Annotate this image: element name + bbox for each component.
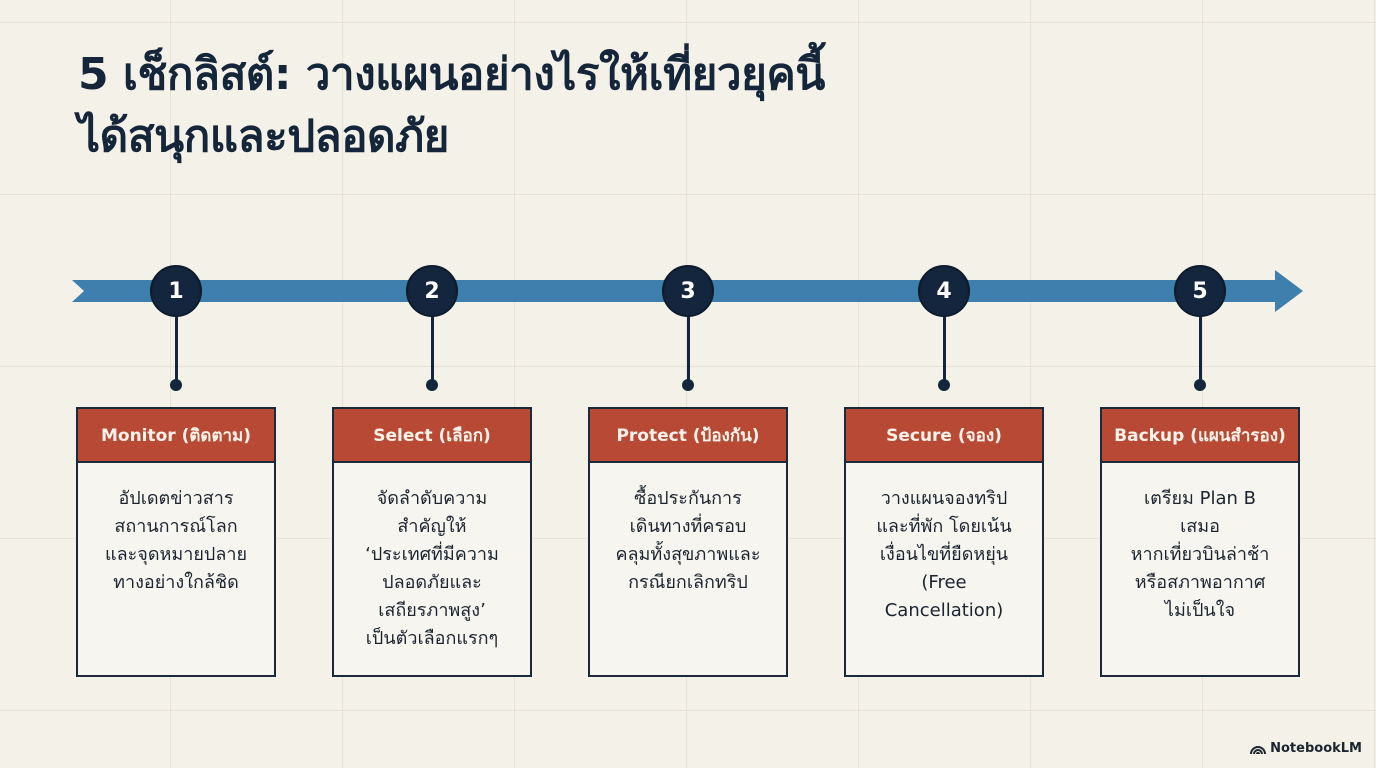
connector-line [430,316,434,384]
step-card: Secure (จอง)วางแผนจองทริปและที่พัก โดยเน… [844,407,1044,677]
step-heading: Select (เลือก) [334,409,530,463]
description-line: เงื่อนไขที่ยืดหยุ่น [879,544,1009,565]
connector-line [686,316,690,384]
step-number-badge: 2 [406,265,458,317]
title-line-1: 5 เช็กลิสต์: วางแผนอย่างไรให้เที่ยวยุคนี… [78,49,825,100]
step-description: เตรียม Plan B เสมอหากเที่ยวบินล่าช้าหรือส… [1102,463,1298,625]
connector-line [942,316,946,384]
description-line: หรือสภาพอากาศ [1134,572,1266,593]
step-card: Select (เลือก) จัดลำดับความสำคัญให้ ‘ประเท… [332,407,532,677]
description-line: เตรียม Plan B [1143,488,1256,509]
description-line: เป็นตัวเลือกแรกๆ [365,628,499,649]
step-description: อัปเดตข่าวสารสถานการณ์โลกและจุดหมายปลายท… [78,463,274,597]
description-line: หากเที่ยวบินล่าช้า [1130,544,1270,565]
description-line: เดินทางที่ครอบ [629,516,747,537]
description-line: และที่พัก โดยเน้น [876,516,1012,537]
description-line: ไม่เป็นใจ [1164,600,1236,621]
connector-dot [938,379,950,391]
connector-dot [426,379,438,391]
description-line: วางแผนจองทริป [880,488,1008,509]
connector-line [1198,316,1202,384]
description-line: ปลอดภัยและ [382,572,482,593]
step-card: Protect (ป้องกัน)ซื้อประกันการเดินทางที่… [588,407,788,677]
connector-dot [170,379,182,391]
step-number-badge: 3 [662,265,714,317]
description-line: เสมอ [1180,516,1220,537]
brand-watermark: NotebookLM [1250,741,1362,756]
description-line: สถานการณ์โลก [114,516,238,537]
description-line: จัดลำดับความ [376,488,488,509]
step-description: จัดลำดับความสำคัญให้ ‘ประเทศที่มีความปลอด… [334,463,530,653]
step-number-badge: 4 [918,265,970,317]
description-line: และจุดหมายปลาย [104,544,248,565]
description-line: ทางอย่างใกล้ชิด [113,572,239,593]
description-line: เสถียรภาพสูง’ [378,600,486,621]
step-heading: Backup (แผนสำรอง) [1102,409,1298,463]
step-description: ซื้อประกันการเดินทางที่ครอบคลุมทั้งสุขภา… [590,463,786,597]
step-card: Backup (แผนสำรอง) เตรียม Plan B เสมอหากเที… [1100,407,1300,677]
title-line-2: ได้สนุกและปลอดภัย [78,111,449,162]
description-line: สำคัญให้ [397,516,467,537]
brand-name: NotebookLM [1270,741,1362,756]
step-heading: Protect (ป้องกัน) [590,409,786,463]
connector-line [174,316,178,384]
step-number-badge: 1 [150,265,202,317]
connector-dot [1194,379,1206,391]
description-line: ‘ประเทศที่มีความ [365,544,499,565]
step-description: วางแผนจองทริปและที่พัก โดยเน้นเงื่อนไขที… [846,463,1042,625]
page-title: 5 เช็กลิสต์: วางแผนอย่างไรให้เที่ยวยุคนี… [78,44,825,168]
step-heading: Monitor (ติดตาม) [78,409,274,463]
step-heading: Secure (จอง) [846,409,1042,463]
step-card: Monitor (ติดตาม)อัปเดตข่าวสารสถานการณ์โล… [76,407,276,677]
description-line: อัปเดตข่าวสาร [118,488,234,509]
connector-dot [682,379,694,391]
description-line: ซื้อประกันการ [634,488,742,509]
description-line: Cancellation) [884,600,1004,621]
step-number-badge: 5 [1174,265,1226,317]
description-line: กรณียกเลิกทริป [628,572,748,593]
description-line: คลุมทั้งสุขภาพและ [615,544,761,565]
notebooklm-logo-icon [1250,745,1267,754]
description-line: (Free [921,572,967,593]
